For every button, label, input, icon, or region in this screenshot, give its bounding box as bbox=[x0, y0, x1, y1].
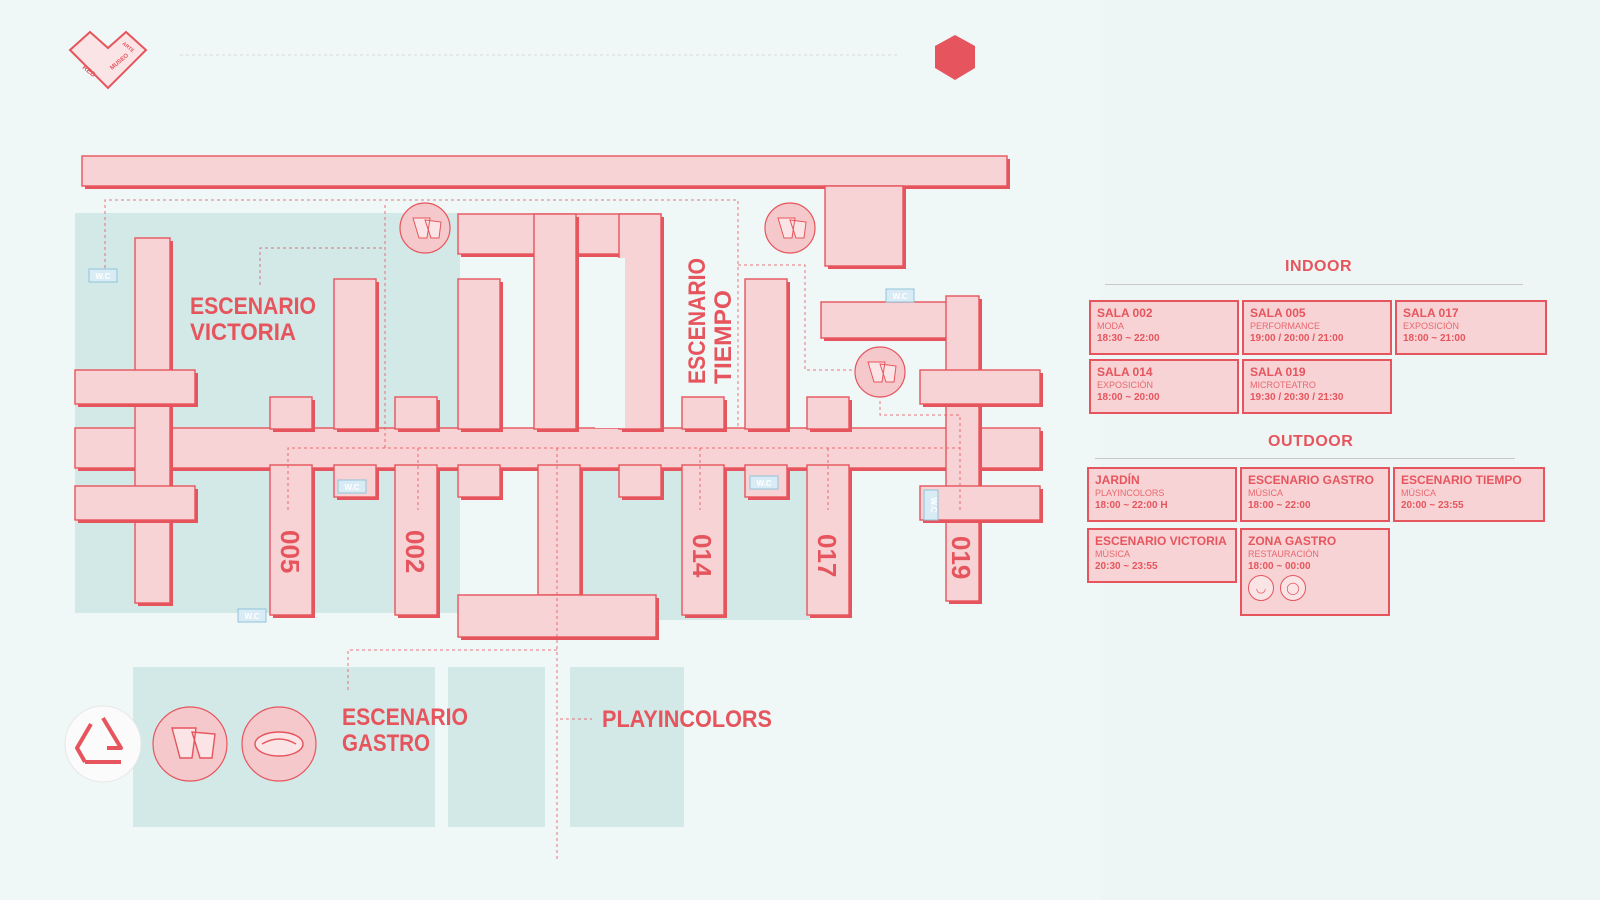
legend-card-jardin[interactable]: JARDÍN PLAYINCOLORS 18:00 ~ 22:00 H bbox=[1087, 467, 1237, 522]
card-name: SALA 017 bbox=[1403, 306, 1459, 320]
drinks-icon bbox=[399, 202, 451, 254]
legend-card-sala-014[interactable]: SALA 014 EXPOSICIÓN 18:00 ~ 20:00 bbox=[1089, 359, 1239, 414]
legend-card-sala-019[interactable]: SALA 019 MICROTEATRO 19:30 / 20:30 / 21:… bbox=[1242, 359, 1392, 414]
legend-card-sala-017[interactable]: SALA 017 EXPOSICIÓN 18:00 ~ 21:00 bbox=[1395, 300, 1547, 355]
svg-text:W.C: W.C bbox=[244, 612, 259, 621]
legend-card-escenario-gastro[interactable]: ESCENARIO GASTRO MÚSICA 18:00 ~ 22:00 bbox=[1240, 467, 1390, 522]
drinks-icon bbox=[854, 346, 906, 398]
svg-text:GASTRO: GASTRO bbox=[342, 730, 430, 757]
indoor-divider bbox=[1105, 284, 1523, 285]
room-label: 017 bbox=[812, 534, 842, 577]
stage-label-tiempo: ESCENARIO TIEMPO bbox=[684, 258, 737, 384]
svg-text:ESCENARIO: ESCENARIO bbox=[190, 293, 316, 320]
card-category: PLAYINCOLORS bbox=[1095, 488, 1165, 498]
card-category: PERFORMANCE bbox=[1250, 321, 1321, 331]
card-time: 18:30 ~ 22:00 bbox=[1097, 333, 1160, 344]
card-name: ESCENARIO TIEMPO bbox=[1401, 473, 1522, 487]
card-name: ESCENARIO VICTORIA bbox=[1095, 534, 1227, 548]
wc-badge: W.C bbox=[749, 475, 779, 490]
card-time: 19:00 / 20:00 / 21:00 bbox=[1250, 333, 1344, 344]
room-label: 019 bbox=[946, 536, 976, 579]
food-icon bbox=[241, 706, 317, 782]
legend-card-zona-gastro[interactable]: ZONA GASTRO RESTAURACIÓN 18:00 ~ 00:00 ◡… bbox=[1240, 528, 1390, 616]
card-category: EXPOSICIÓN bbox=[1403, 321, 1460, 331]
card-category: RESTAURACIÓN bbox=[1248, 549, 1319, 559]
drinks-icon bbox=[764, 202, 816, 254]
stage-label-victoria: ESCENARIO VICTORIA bbox=[190, 293, 316, 346]
card-time: 18:00 ~ 22:00 bbox=[1248, 500, 1311, 511]
card-name: ESCENARIO GASTRO bbox=[1248, 473, 1375, 487]
card-time: 20:30 ~ 23:55 bbox=[1095, 561, 1158, 572]
svg-text:W.C: W.C bbox=[892, 292, 907, 301]
svg-text:ESCENARIO: ESCENARIO bbox=[342, 704, 468, 731]
food-icon: ◯ bbox=[1280, 575, 1306, 601]
room-label: 014 bbox=[687, 534, 717, 578]
card-name: ZONA GASTRO bbox=[1248, 534, 1337, 548]
wc-badge: W.C bbox=[237, 608, 267, 623]
card-time: 18:00 ~ 20:00 bbox=[1097, 392, 1160, 403]
recycle-icon bbox=[64, 705, 142, 783]
legend-card-sala-002[interactable]: SALA 002 MODA 18:30 ~ 22:00 bbox=[1089, 300, 1239, 355]
legend-card-escenario-tiempo[interactable]: ESCENARIO TIEMPO MÚSICA 20:00 ~ 23:55 bbox=[1393, 467, 1545, 522]
building-blocks bbox=[74, 155, 1043, 640]
card-time: 18:00 ~ 22:00 H bbox=[1095, 500, 1168, 511]
svg-text:W.C: W.C bbox=[929, 497, 938, 512]
card-name: SALA 014 bbox=[1097, 365, 1153, 379]
card-time: 18:00 ~ 00:00 bbox=[1248, 561, 1311, 572]
svg-text:W.C: W.C bbox=[756, 479, 771, 488]
logo-icon: RED MUSEO ARTE bbox=[68, 30, 148, 90]
card-category: MÚSICA bbox=[1095, 549, 1131, 559]
svg-text:VICTORIA: VICTORIA bbox=[190, 319, 296, 346]
card-time: 20:00 ~ 23:55 bbox=[1401, 500, 1464, 511]
room-label: 002 bbox=[400, 530, 430, 573]
card-name: SALA 002 bbox=[1097, 306, 1153, 320]
svg-text:TIEMPO: TIEMPO bbox=[710, 290, 737, 384]
wc-badge: W.C bbox=[88, 268, 118, 283]
stage-label-playincolors: PLAYINCOLORS bbox=[602, 706, 772, 733]
card-category: MODA bbox=[1097, 321, 1124, 331]
wc-badge: W.C bbox=[923, 489, 939, 521]
legend-card-escenario-victoria[interactable]: ESCENARIO VICTORIA MÚSICA 20:30 ~ 23:55 bbox=[1087, 528, 1237, 583]
drinks-icon: ◡ bbox=[1248, 575, 1274, 601]
drinks-icon bbox=[152, 706, 228, 782]
legend-card-sala-005[interactable]: SALA 005 PERFORMANCE 19:00 / 20:00 / 21:… bbox=[1242, 300, 1392, 355]
outdoor-title: OUTDOOR bbox=[1268, 433, 1354, 450]
room-label: 005 bbox=[275, 530, 305, 573]
svg-text:W.C: W.C bbox=[95, 272, 110, 281]
wc-badge: W.C bbox=[885, 288, 915, 303]
stage-label-gastro: ESCENARIO GASTRO bbox=[342, 704, 468, 757]
card-time: 19:30 / 20:30 / 21:30 bbox=[1250, 392, 1344, 403]
card-category: MÚSICA bbox=[1248, 488, 1284, 498]
card-category: EXPOSICIÓN bbox=[1097, 380, 1154, 390]
card-category: MICROTEATRO bbox=[1250, 380, 1316, 390]
guide-lines bbox=[104, 199, 961, 860]
card-category: MÚSICA bbox=[1401, 488, 1437, 498]
svg-text:W.C: W.C bbox=[344, 483, 359, 492]
wc-badge: W.C bbox=[337, 479, 367, 494]
indoor-title: INDOOR bbox=[1285, 258, 1352, 275]
outdoor-divider bbox=[1095, 458, 1515, 459]
card-time: 18:00 ~ 21:00 bbox=[1403, 333, 1466, 344]
card-name: JARDÍN bbox=[1095, 473, 1140, 487]
card-name: SALA 019 bbox=[1250, 365, 1306, 379]
hexagon-icon bbox=[935, 35, 975, 80]
legend-panel bbox=[1100, 0, 1600, 900]
svg-text:ESCENARIO: ESCENARIO bbox=[684, 258, 711, 384]
card-name: SALA 005 bbox=[1250, 306, 1306, 320]
card-icons: ◡◯ bbox=[1248, 575, 1382, 601]
